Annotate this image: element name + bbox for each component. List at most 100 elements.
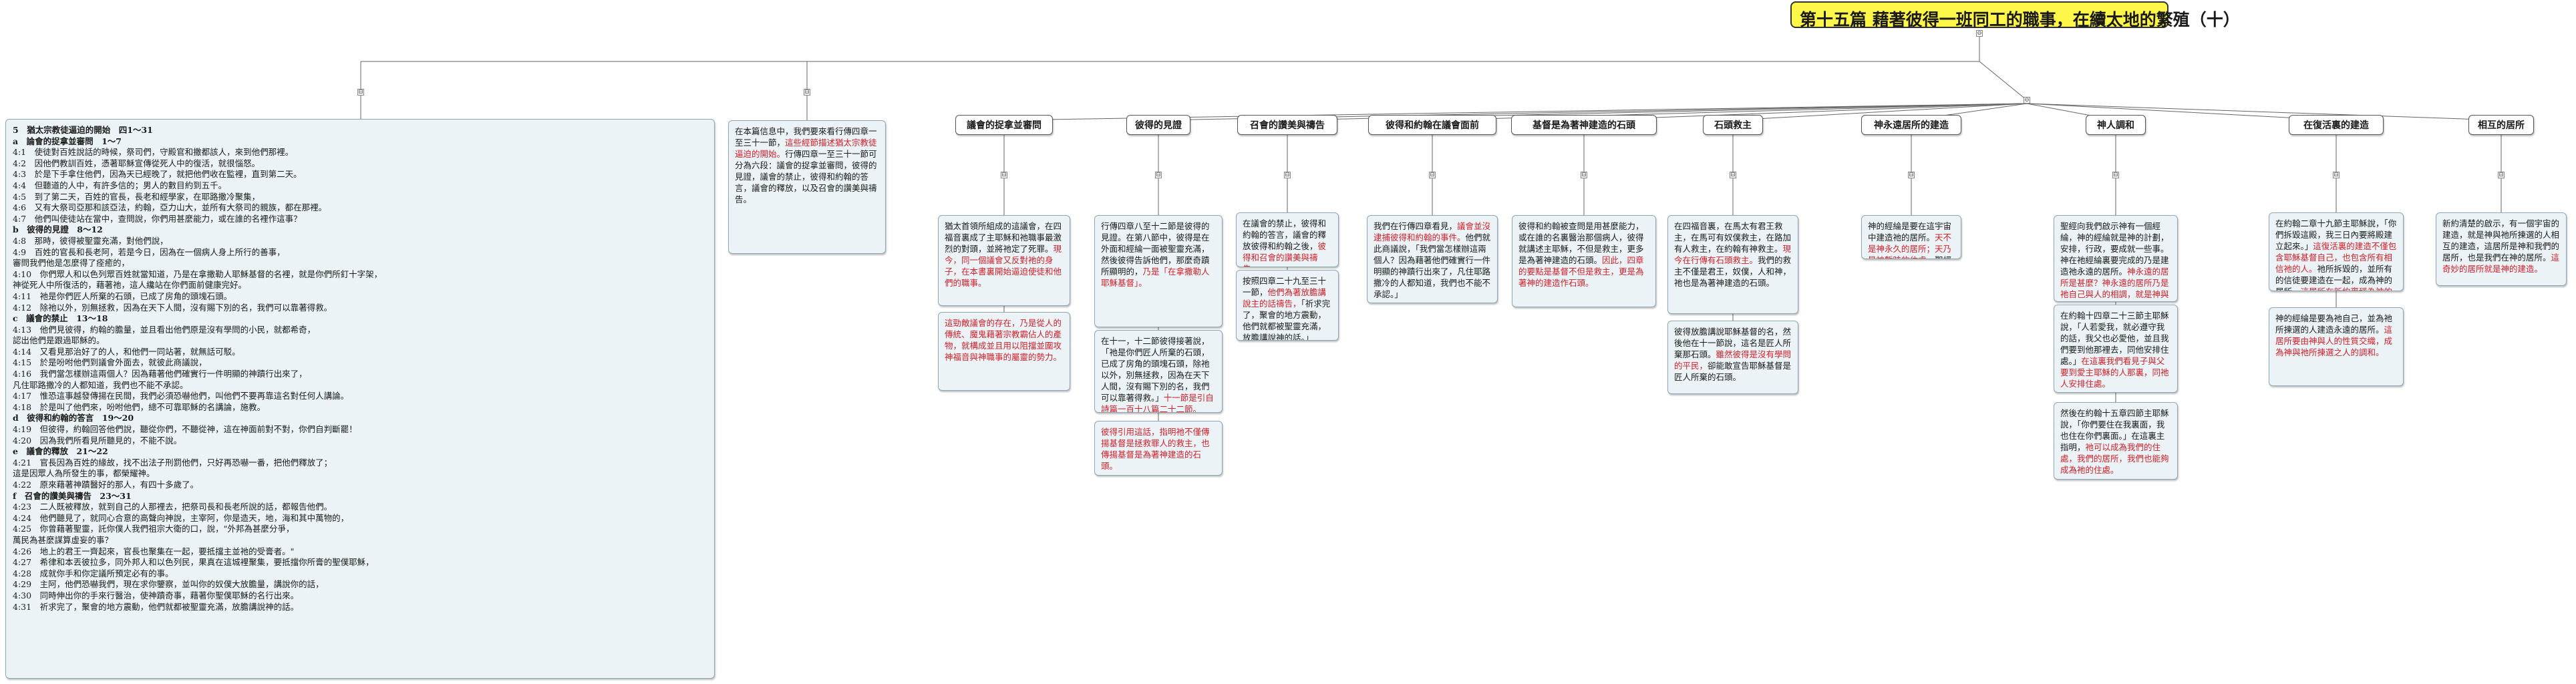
collapse-toggle-icon[interactable]: ⊟ [1581,172,1587,178]
note-text: 聖經向我們啟示神有一個經綸，神的經綸就是神的計劃，安排，行政，要成就一些事。神在… [2060,221,2169,277]
topic-node[interactable]: 神永遠居所的建造 [1861,115,1961,135]
topic-label: 石頭救主 [1714,120,1752,131]
note-text: 在十一，十二節彼得接著說，「祂是你們匠人所棄的石頭，已成了房角的頭塊石頭，除祂以… [1101,336,1210,403]
topic-node[interactable]: 在復活裏的建造 [2289,115,2384,135]
outline-verse: 4:12 除祂以外，別無拯救，因為在天下人間，沒有賜下別的名，我們可以靠著得救。 [13,302,333,313]
connector-line [1732,103,2028,121]
outline-heading: c 議會的禁止 13～18 [13,313,108,324]
note-box[interactable]: 這勁敵議會的存在，乃是從人的傳統、魔鬼藉著宗教霸佔人的產物，就構成並且用以阻擋並… [938,312,1070,391]
outline-verse: 審問我們他是怎麼得了痊癒的， [13,258,130,269]
collapse-toggle-icon[interactable]: ⊖ [2024,97,2030,104]
outline-verse: 4:23 二人既被釋放，就到自己的人那裡去，把祭司長和長老所說的話，都報告他們。 [13,502,333,512]
note-box[interactable]: 在十一，十二節彼得接著說，「祂是你們匠人所棄的石頭，已成了房角的頭塊石頭，除祂以… [1094,330,1223,413]
outline-verse: 4:24 他們聽見了，就同心合意的高聲向神說，主宰阿，你是造天，地，海和其中萬物… [13,512,349,523]
note-box[interactable]: 神的經綸是要為祂自己，並為祂所揀選的人建造永遠的居所。這居所要由神與人的性質交織… [2269,307,2404,386]
highlight-text: 祂可以成為我們的住處，我們的居所，我們也能夠成為祂的住處。 [2060,442,2169,475]
connector-line [1979,61,2028,101]
outline-verse: 神從死人中所復活的，藉著祂，這人纔站在你們面前健康完好。 [13,280,247,291]
highlight-text: 這勁敵議會的存在，乃是從人的傳統、魔鬼藉著宗教霸佔人的產物，就構成並且用以阻擋並… [945,318,1062,362]
outline-heading: 5 猶太宗教徒逼迫的開始 四1～31 [13,125,153,135]
outline-verse: 4:4 但聽道的人中，有許多信的；男人的數目約到五千。 [13,180,227,190]
note-box[interactable]: 在議會的禁止，彼得和約翰的答言，議會的釋放彼得和約翰之後，彼得和召會的讚美與禱告… [1236,212,1339,267]
highlight-text: 彼得和召會的讚美與禱告。 [1243,241,1327,267]
topic-node[interactable]: 議會的捉拿並審問 [955,115,1053,135]
topic-label: 召會的讚美與禱告 [1250,120,1325,131]
note-box[interactable]: 彼得引用這話，指明祂不僅傳揚基督是拯救罪人的救主，也傳揚基督是為著神建造的石頭。 [1094,421,1223,476]
note-box[interactable]: 聖經向我們啟示神有一個經綸，神的經綸就是神的計劃，安排，行政，要成就一些事。神在… [2054,215,2178,302]
note-box[interactable]: 新約清楚的啟示，有一個宇宙的建造，就是神與祂所揀選的人相互的建造，這居所是神和我… [2436,212,2567,286]
note-box[interactable]: 神的經綸是要在這宇宙中建造祂的居所。天不是神永久的居所；天乃是神暫時的住處。聖經… [1861,215,1961,259]
outline-verse: 4:14 又看見那治好了的人，和他們一同站著，就無話可駁。 [13,346,240,357]
note-text: 按照四章二十九至三十一節， [1243,276,1327,297]
note-text: 卻能敢宣告耶穌基督是匠人所棄的石頭。 [1674,361,1792,382]
collapse-toggle-icon[interactable]: ⊟ [357,89,364,96]
collapse-toggle-icon[interactable]: ⊟ [1429,172,1436,178]
note-box[interactable]: 彼得放膽講說耶穌基督的名，然後他在十一節說，這名是匠人所棄那石頭。雖然彼得是沒有… [1667,321,1798,394]
outline-verse: 4:19 但彼得，約翰回答他們說，聽從你們，不聽從神，這在神面前對不對，你們自判… [13,424,357,435]
note-box[interactable]: 彼得和約翰被查問是用甚麼能力，或在誰的名裏醫治那個病人，彼得就講述主耶穌，不但是… [1512,215,1656,307]
note-box[interactable]: 按照四章二十九至三十一節，他們為著放膽講說主的話禱告，「祈求完了，聚會的地方震動… [1236,270,1339,341]
root-topic[interactable]: 第十五篇 藉著彼得一班同工的職事，在續太地的繁殖（十） [1790,1,2240,29]
topic-node[interactable]: 彼得和約翰在議會面前 [1368,115,1496,135]
outline-verse: 4:9 百姓的官長和長老阿，若是今日，因為在一個病人身上所行的善事， [13,246,285,257]
topic-node[interactable]: 基督是為著神建造的石頭 [1511,115,1657,135]
topic-node[interactable]: 石頭救主 [1703,115,1763,135]
root-title: 第十五篇 藉著彼得一班同工的職事，在續太地的繁殖（十） [1800,10,2240,29]
highlight-text: 天不是神永久的居所；天乃是神暫時的住處。 [1868,232,1952,259]
highlight-text: 現今在行傳有石頭救主。 [1674,244,1792,265]
note-box[interactable]: 在四福音裏，在馬太有君王救主，在馬可有奴僕救主，在路加有人救主，在約翰有神救主。… [1667,215,1798,314]
topic-node[interactable]: 相互的居所 [2468,115,2534,135]
topic-node[interactable]: 召會的讚美與禱告 [1237,115,1337,135]
note-text: 行傳四章一至三十一節可分為六段：議會的捉拿並審問，彼得的見證，議會的禁止，彼得和… [735,149,877,204]
note-text: 神的經綸是要為祂自己，並為祂所揀選的人建造永遠的居所。 [2275,313,2393,335]
outline-verse: 4:16 我們當怎樣辦這兩個人？因為藉著他們確實行一件明顯的神蹟行出來了， [13,369,307,379]
note-box[interactable]: 在約翰二章十九節主耶穌說，「你們拆毀這殿，我三日內要將殿建立起來。」這復活裏的建… [2269,212,2404,291]
collapse-toggle-icon[interactable]: ⊟ [1730,172,1736,178]
outline-verse: 4:6 又有大祭司亞那和該亞法，約翰，亞力山大，並所有大祭司的親族，都在那裡。 [13,202,327,213]
outline-heading: b 彼得的見證 8～12 [13,224,103,235]
note-box[interactable]: 然後在約翰十五章四節主耶穌說，「你們要住在我裏面，我也住在你們裏面。」在這裏主指… [2054,402,2178,480]
outline-heading: f 召會的讚美與禱告 23～31 [13,490,132,501]
outline-verse: 4:5 到了第二天，百姓的官長，長老和經學家，在耶路撒冷聚集， [13,191,261,202]
outline-verse: 4:7 他們叫使徒站在當中，查問說，你們用甚麼能力，或在誰的名裡作這事？ [13,213,302,224]
topic-node[interactable]: 神人調和 [2086,115,2146,135]
note-text: 在本篇信息中，我們要來看行傳四章一至三十一節， [735,126,877,148]
collapse-toggle-icon[interactable]: ⊟ [2112,172,2119,178]
topic-label: 在復活裏的建造 [2303,120,2369,131]
topic-label: 彼得和約翰在議會面前 [1386,120,1479,131]
outline-verse: 4:27 希律和本丟彼拉多，同外邦人和以色列民，果真在這城裡聚集，要抵擋你所膏的… [13,557,374,568]
intro-note[interactable]: 在本篇信息中，我們要來看行傳四章一至三十一節，這些經節描述猶太宗教徒逼迫的開始。… [728,120,886,254]
collapse-toggle-icon[interactable]: ⊟ [1155,172,1162,178]
topic-node[interactable]: 彼得的見證 [1126,115,1190,135]
note-box[interactable]: 猶太首領所組成的這議會，在四福音裏成了主耶穌和祂職事最激烈的對頭，並將祂定了死罪… [938,215,1070,306]
outline-verse: 這是因眾人為所發生的事，都榮耀神。 [13,468,155,479]
outline-verse: 認出他們是跟過耶穌的。 [13,335,105,346]
outline-verse: 4:15 於是吩咐他們到議會外面去，就彼此商議說， [13,357,207,368]
note-box[interactable]: 我們在行傳四章看見，議會並沒逮捕彼得和約翰的事件。他們就此商議說，「我們當怎樣辦… [1367,215,1498,303]
note-text: 「祈求完了，聚會的地方震動，他們就都被聖靈充滿，放膽講說神的話。」 [1243,299,1331,341]
note-text: 新約清楚的啟示，有一個宇宙的建造，就是神與祂所揀選的人相互的建造，這居所是神和我… [2442,218,2560,263]
note-text: 在四福音裏，在馬太有君王救主，在馬可有奴僕救主，在路加有人救主，在約翰有神救主。 [1674,221,1792,254]
topic-label: 彼得的見證 [1135,120,1182,131]
note-box[interactable]: 在約翰十四章二十三節主耶穌說，「人若愛我，就必遵守我的話，我父也必愛他，並且我們… [2054,305,2178,393]
outline-verse: 凡住耶路撒冷的人都知道，我們也不能不承認。 [13,379,188,390]
outline-verse: 4:22 原來藉著神蹟醫好的那人，有四十多歲了。 [13,480,199,490]
outline-verse: 4:28 成就你手和你定議所預定必有的事。 [13,568,174,578]
note-box[interactable]: 行傳四章八至十二節是彼得的見證。在第八節中，彼得是在外面和經綸一面被聖靈充滿，然… [1094,215,1223,327]
outline-verse: 4:30 同時伸出你的手來行醫治，使神蹟奇事，藉著你聖僕耶穌的名行出來。 [13,590,299,601]
outline-verse: 4:26 地上的君王一齊起來，官長也聚集在一起，要抵擋主並祂的受膏者。" [13,546,295,556]
collapse-toggle-icon[interactable]: ⊟ [1001,172,1007,178]
note-text: 在約翰十四章二十三節主耶穌說，「人若愛我，就必遵守我的話，我父也必愛他，並且我們… [2060,311,2169,366]
note-text: 在議會的禁止，彼得和約翰的答言，議會的釋放彼得和約翰之後， [1243,218,1327,251]
connector-line [2026,103,2337,121]
collapse-toggle-icon[interactable]: ⊟ [2498,172,2505,178]
collapse-toggle-icon[interactable]: ⊖ [1976,30,1983,37]
collapse-toggle-icon[interactable]: ⊟ [1908,172,1915,178]
collapse-toggle-icon[interactable]: ⊟ [804,89,810,96]
collapse-toggle-icon[interactable]: ⊟ [2333,172,2340,178]
collapse-toggle-icon[interactable]: ⊟ [1284,172,1291,178]
highlight-text: 議會並沒逮捕彼得和約翰的事件。 [1374,221,1491,242]
outline-heading: d 彼得和約翰的答言 19～20 [13,413,134,423]
highlight-text: 彼得引用這話，指明祂不僅傳揚基督是拯救罪人的救主，也傳揚基督是為著神建造的石頭。 [1101,427,1210,471]
